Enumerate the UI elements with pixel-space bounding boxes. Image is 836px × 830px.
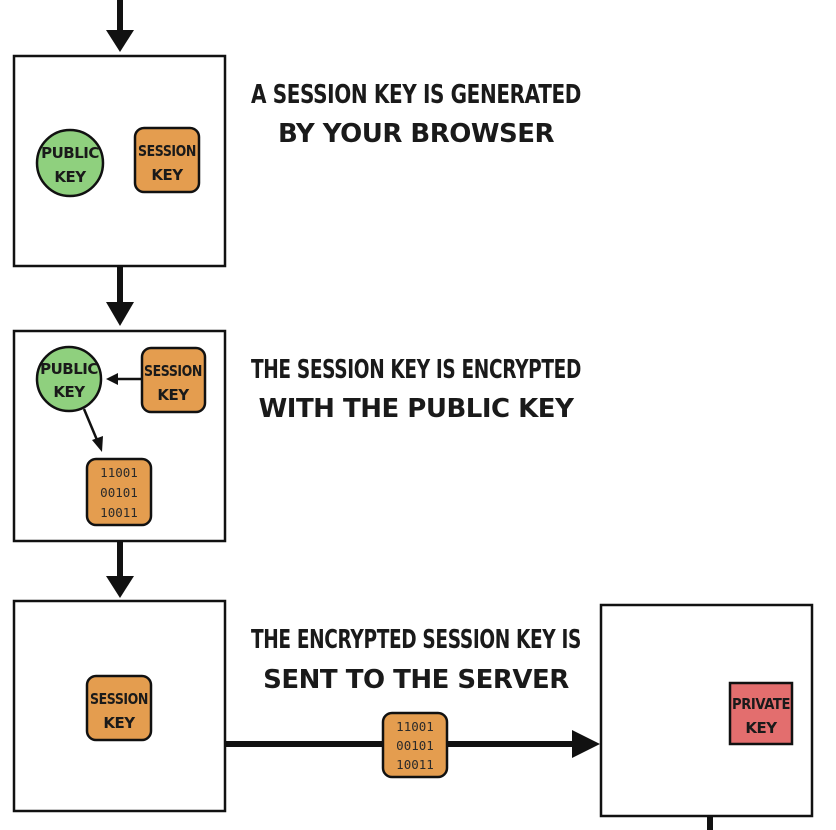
encrypted-bits-line-2: 00101 xyxy=(396,738,434,753)
public-key-label-line-1: PUBLIC xyxy=(41,144,99,162)
session-key-label-line-2: KEY xyxy=(103,714,136,732)
encrypt-output-arrow-head xyxy=(92,436,103,452)
step-1: PUBLIC KEY SESSION KEY A SESSION KEY IS … xyxy=(12,54,582,268)
step-1-caption-line-2: BY YOUR BROWSER xyxy=(278,119,555,149)
public-key-label-line-2: KEY xyxy=(54,168,87,186)
private-key-label-line-1: PRIVATE xyxy=(732,695,790,713)
step-2-caption-line-1: THE SESSION KEY IS ENCRYPTED xyxy=(251,355,581,385)
encrypted-key-box: 11001 00101 10011 xyxy=(85,457,153,527)
arrow-head-into-step-1 xyxy=(106,30,134,52)
private-key-label-line-2: KEY xyxy=(745,719,778,737)
encrypt-output-arrow xyxy=(82,408,99,441)
arrow-head-to-server xyxy=(572,730,600,758)
step-2-caption-line-2: WITH THE PUBLIC KEY xyxy=(259,394,575,424)
public-key-circle: PUBLIC KEY xyxy=(35,128,105,198)
session-key-label-line-1: SESSION xyxy=(138,142,196,160)
encrypted-bits-line-2: 00101 xyxy=(100,485,138,500)
session-key-label-line-1: SESSION xyxy=(90,690,148,708)
session-key-label-line-2: KEY xyxy=(151,166,184,184)
encrypted-bits-line-3: 10011 xyxy=(100,505,138,520)
session-key-box: SESSION KEY xyxy=(85,674,153,742)
step-2: PUBLIC KEY SESSION KEY 11001 00101 10011… xyxy=(12,329,582,543)
encrypted-bits-line-1: 11001 xyxy=(396,719,434,734)
step-3-caption-line-1: THE ENCRYPTED SESSION KEY IS xyxy=(251,625,581,655)
session-key-label-line-2: KEY xyxy=(157,386,190,404)
session-key-box: SESSION KEY xyxy=(133,126,201,194)
encrypted-bits-line-1: 11001 xyxy=(100,465,138,480)
step-3: SESSION KEY 11001 00101 10011 PRIVATE KE… xyxy=(12,599,814,818)
session-key-label-line-1: SESSION xyxy=(144,362,202,380)
arrow-head-step-2-to-3 xyxy=(106,576,134,598)
session-key-box: SESSION KEY xyxy=(140,346,207,414)
public-key-label-line-1: PUBLIC xyxy=(40,360,98,378)
arrow-head-step-1-to-2 xyxy=(106,302,134,326)
private-key-box: PRIVATE KEY xyxy=(728,681,794,746)
encrypted-key-in-transit: 11001 00101 10011 xyxy=(381,711,449,779)
encrypted-bits-line-3: 10011 xyxy=(396,757,434,772)
public-key-circle: PUBLIC KEY xyxy=(35,345,103,413)
encrypt-input-arrow-head xyxy=(106,373,118,385)
step-3-caption-line-2: SENT TO THE SERVER xyxy=(263,665,569,695)
step-1-caption-line-1: A SESSION KEY IS GENERATED xyxy=(251,80,581,110)
public-key-label-line-2: KEY xyxy=(53,383,86,401)
